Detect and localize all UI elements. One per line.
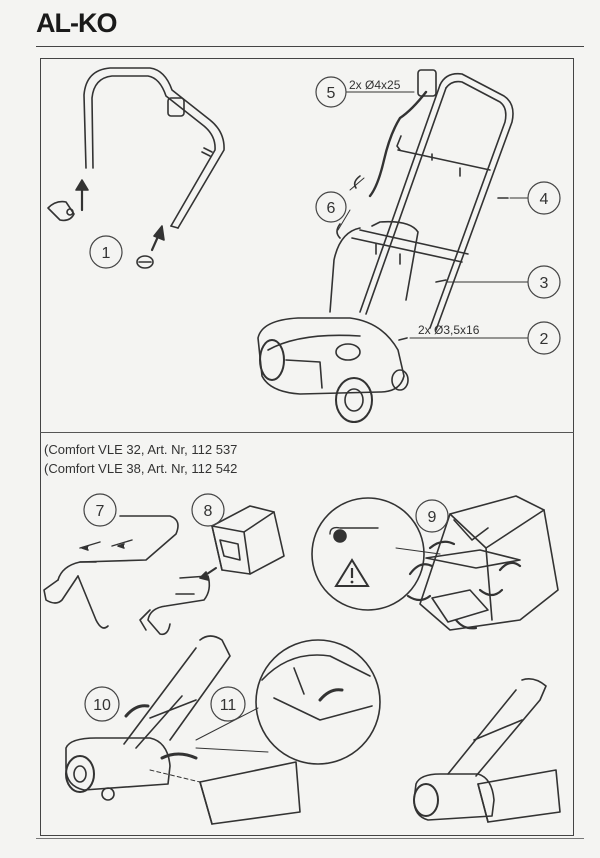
- step-1-marker: [89, 235, 123, 269]
- spec-screws-top: 2x Ø4x25: [349, 78, 401, 92]
- footer-rule: [36, 838, 584, 839]
- step-11-marker: [210, 686, 246, 722]
- step-2-label: 2: [540, 331, 549, 348]
- illustration-frame: [40, 58, 574, 836]
- header-rule: [36, 46, 584, 47]
- handle-upper-drawing: [47, 67, 225, 269]
- cover-parts-drawing: [43, 515, 211, 636]
- step-8-label: 8: [204, 503, 213, 520]
- assembled-mower-drawing: [413, 678, 561, 823]
- step-7-marker: [83, 493, 117, 527]
- step-8-marker: [191, 493, 225, 527]
- grass-box-small-drawing: [199, 505, 285, 581]
- step-7-label: 7: [96, 503, 105, 520]
- step-2-marker: [527, 321, 561, 355]
- step-3-marker: [527, 265, 561, 299]
- section-divider: [40, 432, 574, 433]
- step-9-label: 9: [428, 509, 437, 526]
- grass-box-warning-drawing: [311, 495, 559, 631]
- spec-screws-bottom: 2x Ø3,5x16: [418, 323, 480, 337]
- step-4-marker: [527, 181, 561, 215]
- step-6-label: 6: [327, 200, 336, 217]
- model-caption-1: (Comfort VLE 32, Art. Nr, 112 537: [44, 442, 238, 457]
- model-caption-2: (Comfort VLE 38, Art. Nr, 112 542: [44, 461, 238, 476]
- step-5-label: 5: [327, 85, 336, 102]
- step-1-label: 1: [102, 245, 111, 262]
- step-6-marker: [315, 191, 347, 223]
- step-11-label: 11: [220, 697, 237, 714]
- mower-handle-drawing: [257, 69, 529, 423]
- step-4-label: 4: [540, 191, 549, 208]
- step-5-marker: [315, 76, 347, 108]
- step-10-label: 10: [93, 697, 111, 714]
- mower-grassbox-drawing: [65, 635, 381, 825]
- step-9-marker: [415, 499, 449, 533]
- step-3-label: 3: [540, 275, 549, 292]
- warning-triangle-icon: [334, 558, 370, 587]
- brand-logo: AL-KO: [36, 8, 117, 38]
- step-10-marker: [84, 686, 120, 722]
